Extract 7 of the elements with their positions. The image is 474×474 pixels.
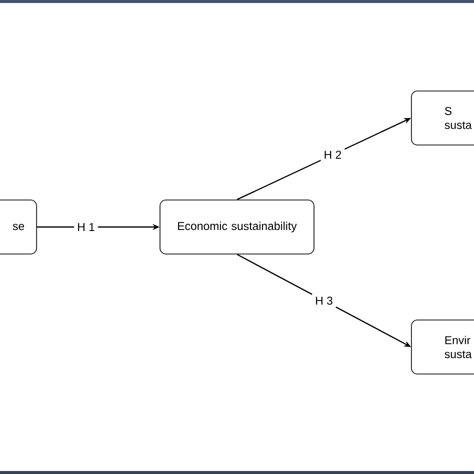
process-box: Economic sustainability	[160, 200, 314, 254]
process-box: se	[0, 200, 37, 254]
process-box: S susta	[411, 90, 474, 146]
edge-label: H 3	[312, 294, 336, 308]
edge-label: H 1	[74, 220, 98, 234]
process-box: Envir susta	[411, 320, 474, 374]
edge-label: H 2	[320, 148, 345, 162]
